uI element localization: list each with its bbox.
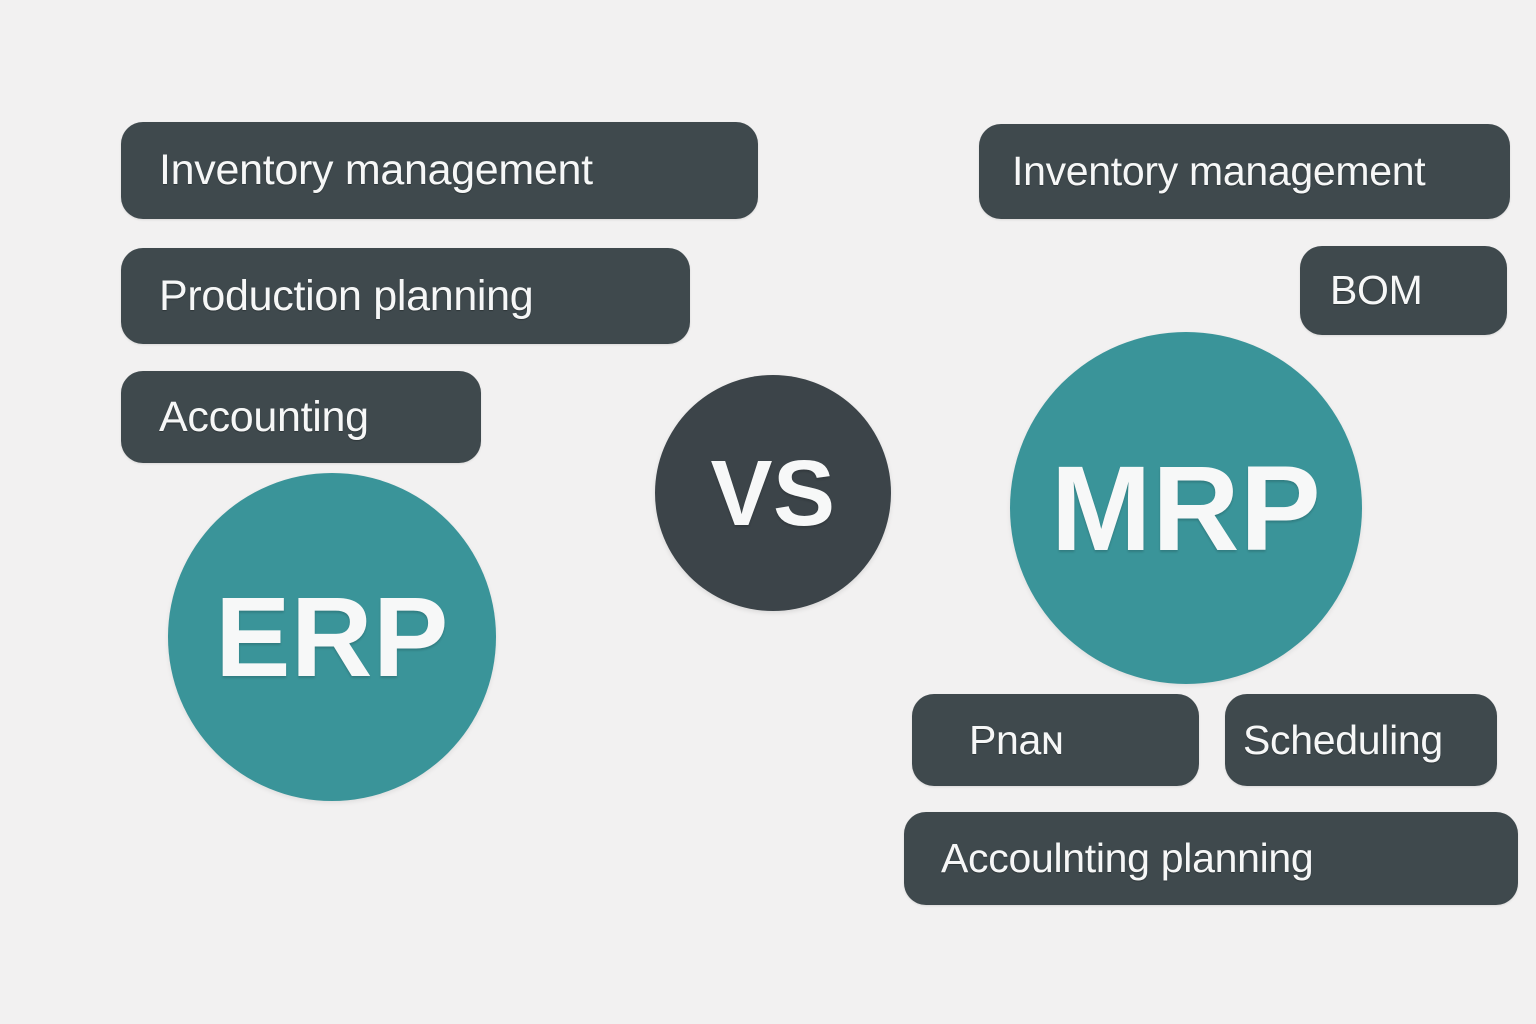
- mrp-feature-label: BOM: [1330, 267, 1423, 313]
- mrp-circle-label: MRP: [1050, 440, 1322, 576]
- mrp-feature-pill-scheduling: Scheduling: [1225, 694, 1497, 786]
- erp-circle: ERP: [168, 473, 496, 801]
- mrp-feature-pill-planning: Pnaɴ: [912, 694, 1199, 786]
- mrp-feature-label: Pnaɴ: [969, 716, 1064, 763]
- mrp-feature-pill-bom: BOM: [1300, 246, 1507, 335]
- mrp-feature-label: Inventory management: [1012, 148, 1426, 194]
- mrp-feature-pill-inventory-management: Inventory management: [979, 124, 1510, 219]
- vs-label: VS: [710, 440, 836, 545]
- erp-feature-pill-production-planning: Production planning: [121, 248, 690, 344]
- mrp-circle: MRP: [1010, 332, 1362, 684]
- erp-feature-pill-accounting: Accounting: [121, 371, 481, 463]
- erp-circle-label: ERP: [215, 574, 449, 700]
- mrp-feature-label: Scheduling: [1243, 716, 1443, 763]
- erp-feature-pill-inventory-management: Inventory management: [121, 122, 758, 219]
- mrp-feature-pill-accounting-planning: Accoulnting planning: [904, 812, 1518, 905]
- mrp-feature-label: Accoulnting planning: [941, 835, 1314, 881]
- erp-feature-label: Accounting: [159, 392, 369, 441]
- erp-feature-label: Inventory management: [159, 146, 593, 194]
- erp-feature-label: Production planning: [159, 271, 534, 320]
- vs-badge: VS: [655, 375, 891, 611]
